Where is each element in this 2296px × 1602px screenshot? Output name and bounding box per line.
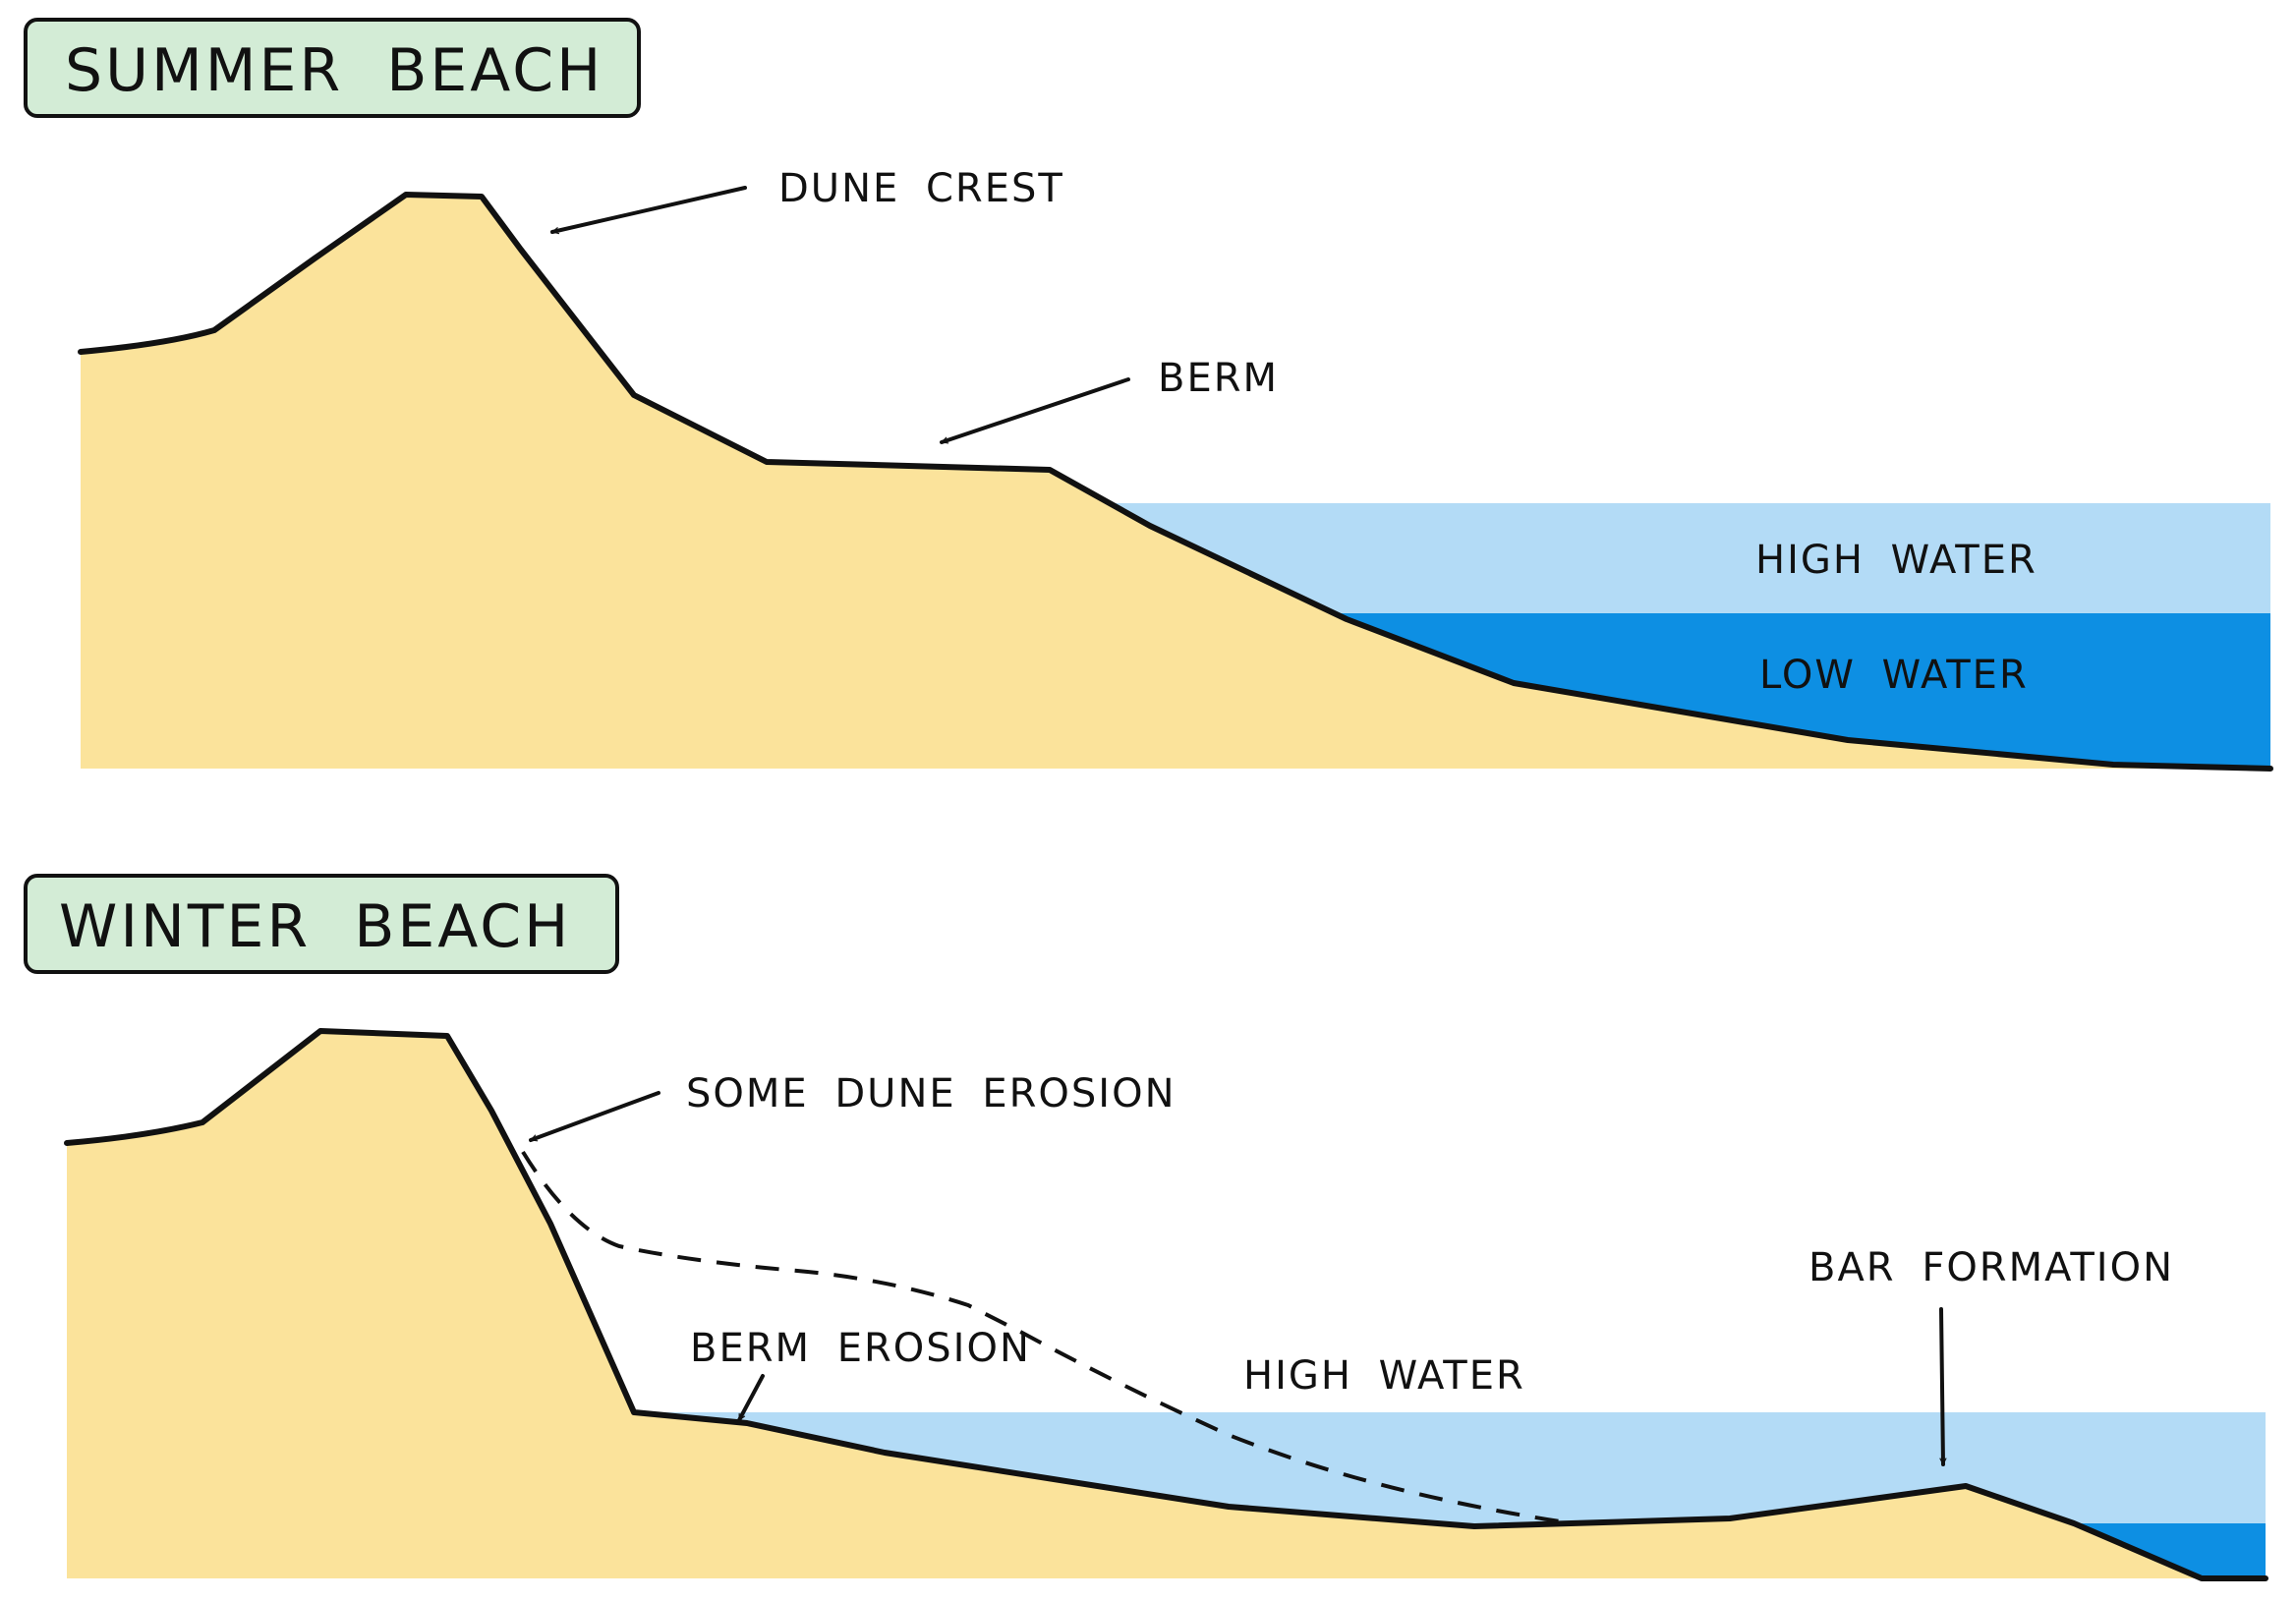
label-some-dune-erosion: SOME DUNE EROSION — [686, 1071, 1177, 1116]
label-berm: BERM — [1158, 356, 1279, 401]
former-profile-dashed-line — [521, 1150, 1574, 1525]
label-berm-erosion: BERM EROSION — [690, 1326, 1031, 1371]
summer-sand-outline — [78, 192, 2273, 772]
arrow-bar-formation — [1939, 1307, 1943, 1466]
label-summer-low-water: LOW WATER — [1759, 653, 2029, 698]
winter-title: WINTER BEACH — [59, 892, 571, 961]
summer-title: SUMMER BEACH — [65, 36, 603, 105]
winter-sand-outline — [64, 1028, 2268, 1581]
arrow-dune-crest — [550, 186, 747, 232]
arrow-berm — [940, 377, 1130, 444]
arrow-berm-erosion — [737, 1374, 765, 1422]
label-winter-high-water: HIGH WATER — [1243, 1353, 1525, 1399]
label-summer-high-water: HIGH WATER — [1755, 538, 2038, 583]
winter-sand-profile — [67, 1031, 2266, 1578]
winter-title-box — [24, 874, 619, 974]
summer-sand-profile — [81, 195, 2270, 769]
label-bar-formation: BAR FORMATION — [1808, 1245, 2174, 1290]
summer-title-box — [24, 18, 641, 118]
arrow-dune-erosion — [529, 1091, 660, 1142]
summer-beach-panel: SUMMER BEACH DUNE CREST BERM HIGH WATER … — [24, 18, 2273, 772]
label-dune-crest: DUNE CREST — [778, 166, 1064, 211]
winter-beach-panel: WINTER BEACH SOME DUNE EROSION BERM EROS… — [24, 874, 2268, 1581]
